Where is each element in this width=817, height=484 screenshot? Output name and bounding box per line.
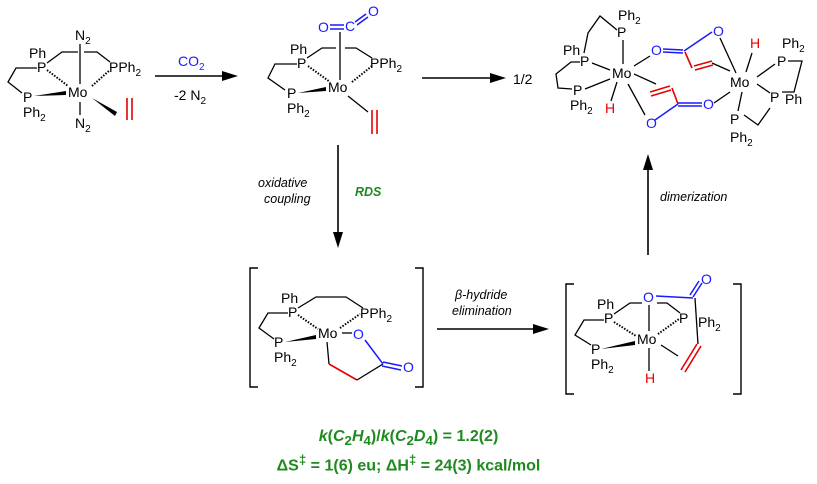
- mo-atom: Mo: [637, 331, 657, 347]
- h-atom: H: [605, 100, 615, 116]
- delta-h-value: 24(3) kcal/mol: [434, 457, 541, 475]
- o-atom: O: [318, 19, 329, 35]
- arrow-co2-addition: CO2 -2 N2: [155, 53, 238, 107]
- p-atom: P: [287, 85, 296, 101]
- p-atom: P: [297, 55, 306, 71]
- mo-atom: Mo: [318, 325, 338, 341]
- o-atom: O: [703, 96, 714, 112]
- activation-parameters: ΔS‡ = 1(6) eu; ΔH‡ = 24(3) kcal/mol: [276, 452, 541, 475]
- p-atom: P: [573, 82, 582, 98]
- oxidative-label: oxidative: [258, 176, 307, 190]
- arrow-oxidative-coupling: oxidative coupling RDS: [258, 145, 382, 248]
- ph-label: Ph: [563, 42, 580, 58]
- o-atom: O: [353, 326, 364, 342]
- n2-loss-label: -2 N2: [174, 87, 206, 107]
- ph2-label: Ph2: [730, 129, 753, 149]
- complex-start: Mo N2 N2 Ph P PPh2 P Ph2: [7, 27, 141, 135]
- ph2-label: Ph2: [274, 349, 297, 369]
- p-atom: P: [730, 111, 739, 127]
- coupling-label: coupling: [264, 192, 311, 206]
- p-atom: P: [591, 341, 600, 357]
- ph-label: Ph: [281, 290, 298, 306]
- complex-acrylate-hydride: O O Ph P P Ph2 Mo P Ph2 H: [565, 271, 742, 395]
- kie-value: 1.2(2): [456, 428, 499, 445]
- pph2-label: PPh2: [109, 59, 141, 79]
- ph2-label: Ph2: [287, 100, 310, 120]
- ph-label: Ph: [785, 91, 802, 107]
- h-atom: H: [645, 370, 655, 386]
- pph2-label: PPh2: [370, 55, 402, 75]
- kie-equation: k(C2H4)/k(C2D4) = 1.2(2): [318, 428, 499, 449]
- complex-dimer: Ph2 P Ph P Mo P Ph2 H O O O O Mo: [555, 7, 805, 149]
- arrow-dimerization: dimerization: [643, 154, 727, 255]
- complex-metallalactone: Ph P PPh2 Mo P Ph2 O O: [249, 267, 424, 388]
- o-atom: O: [646, 115, 657, 131]
- rds-label: RDS: [355, 185, 382, 199]
- p-atom: P: [777, 53, 786, 69]
- o-atom: O: [643, 289, 654, 305]
- pph2-label: PPh2: [360, 305, 392, 325]
- p-atom: P: [679, 310, 688, 326]
- mo-atom: Mo: [612, 65, 632, 81]
- ph2-label: Ph2: [23, 104, 46, 124]
- p-atom: P: [617, 24, 626, 40]
- c-atom: C: [345, 18, 355, 34]
- arrow-beta-hydride: β-hydride elimination: [437, 288, 549, 334]
- mo-atom: Mo: [328, 79, 348, 95]
- n2-top: N2: [75, 27, 91, 47]
- p-atom: P: [274, 334, 283, 350]
- p-atom: P: [288, 304, 297, 320]
- ph2-label: Ph2: [698, 314, 721, 334]
- ph2-label: Ph2: [782, 35, 805, 55]
- dimerization-label: dimerization: [660, 190, 727, 204]
- ph-label: Ph: [29, 45, 46, 61]
- delta-s-value: 1(6) eu: [324, 457, 377, 475]
- ph2-label: Ph2: [570, 97, 593, 117]
- o-atom: O: [651, 42, 662, 58]
- ph2-label: Ph2: [591, 356, 614, 376]
- stoich-label: 1/2: [513, 71, 533, 87]
- elimination-label: elimination: [452, 304, 512, 318]
- o-atom: O: [368, 3, 379, 19]
- p-atom: P: [604, 310, 613, 326]
- ph-label: Ph: [597, 296, 614, 312]
- h-atom: H: [750, 35, 760, 51]
- o-atom: O: [403, 359, 414, 375]
- beta-hydride-label: β-hydride: [454, 288, 507, 302]
- mo-atom: Mo: [730, 74, 750, 90]
- mo-atom: Mo: [68, 84, 88, 100]
- p-atom: P: [770, 89, 779, 105]
- n2-bottom: N2: [75, 115, 91, 135]
- complex-co2-adduct: O C O Mo Ph P PPh2 P Ph2: [267, 3, 402, 134]
- p-atom: P: [37, 59, 46, 75]
- o-atom: O: [713, 23, 724, 39]
- co2-reagent-label: CO2: [178, 53, 205, 73]
- p-atom: P: [580, 53, 589, 69]
- ph-label: Ph: [290, 41, 307, 57]
- arrow-to-dimer: 1/2: [422, 71, 533, 87]
- o-atom: O: [701, 271, 712, 287]
- p-atom: P: [23, 89, 32, 105]
